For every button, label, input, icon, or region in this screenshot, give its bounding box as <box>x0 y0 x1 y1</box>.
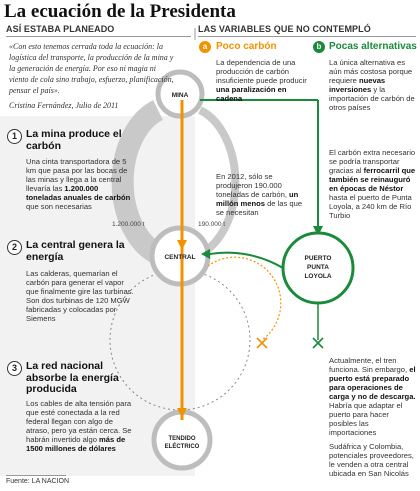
green-flow-to-central <box>209 251 284 269</box>
puerto-label-1: PUERTO <box>305 255 332 262</box>
tendido-label-2: ELÉCTRICO <box>165 442 200 450</box>
source-credit: Fuente: LA NACION <box>6 478 70 485</box>
col-b-paragraph-2: El carbón extra necesario se podría tran… <box>329 148 416 220</box>
mina-node <box>155 69 205 119</box>
page-title: La ecuación de la Presidenta <box>4 1 236 22</box>
step-1-body: Una cinta transportadora de 5 km que pas… <box>26 157 131 211</box>
planned-flow-arc-right <box>198 106 240 258</box>
col-a-paragraph-2: En 2012, sólo se produjeron 190.000 tone… <box>216 172 303 217</box>
col-b-title: Pocas alternativas <box>329 41 417 52</box>
orange-x-icon <box>256 337 268 349</box>
step-2-number: 2 <box>7 240 22 255</box>
network-dotted-circle <box>109 269 251 411</box>
president-quote: «Con esto tenemos cerrada toda la ecuaci… <box>9 42 174 95</box>
orange-dashed-path <box>207 256 282 341</box>
green-arrow-puerto <box>313 226 323 236</box>
green-x-icon <box>312 337 324 349</box>
quote-author: Cristina Fernández, Julio de 2011 <box>9 101 119 110</box>
step-1-title: La mina produce el carbón <box>26 128 122 152</box>
green-arrow-central <box>201 249 210 259</box>
col-a-title: Poco carbón <box>216 41 277 52</box>
step-2-title: La central genera la energía <box>26 239 125 263</box>
central-label: CENTRAL <box>164 254 195 261</box>
col-a-paragraph-1: La dependencia de una producción de carb… <box>216 58 307 103</box>
col-b-paragraph-1: La única alternativa es aún más costosa … <box>329 58 415 112</box>
puerto-label-2: PUNTA <box>307 264 329 271</box>
puerto-label-3: LOYOLA <box>304 273 331 280</box>
col-a-badge: a <box>199 41 211 53</box>
actual-flow-label: 190.000 t <box>198 221 225 228</box>
tendido-label-1: TENDIDO <box>169 436 196 442</box>
step-1-number: 1 <box>7 129 22 144</box>
step-3-number: 3 <box>7 361 22 376</box>
planned-flow-arc-left <box>111 100 164 264</box>
left-header: ASÍ ESTABA PLANEADO <box>6 24 191 37</box>
col-b-paragraph-3: Actualmente, el tren funciona. Sin embar… <box>329 356 416 437</box>
planned-background <box>0 116 195 476</box>
orange-arrow-central <box>177 240 187 250</box>
right-header: LAS VARIABLES QUE NO CONTEMPLÓ <box>198 24 416 37</box>
col-b-paragraph-4: Sudáfrica y Colombia, potenciales provee… <box>329 442 414 478</box>
step-3-body: Los cables de alta tensión para que esté… <box>26 399 132 453</box>
mina-label: MINA <box>172 92 189 99</box>
step-2-body: Las calderas, quemarían el carbón para g… <box>26 269 134 323</box>
orange-arrow-tendido <box>177 408 187 418</box>
step-3-title: La red nacional absorbe la energía produ… <box>26 360 119 395</box>
source-divider <box>6 475 66 476</box>
planned-flow-label: 1.200.000 t <box>112 221 145 228</box>
col-b-badge: b <box>313 41 325 53</box>
